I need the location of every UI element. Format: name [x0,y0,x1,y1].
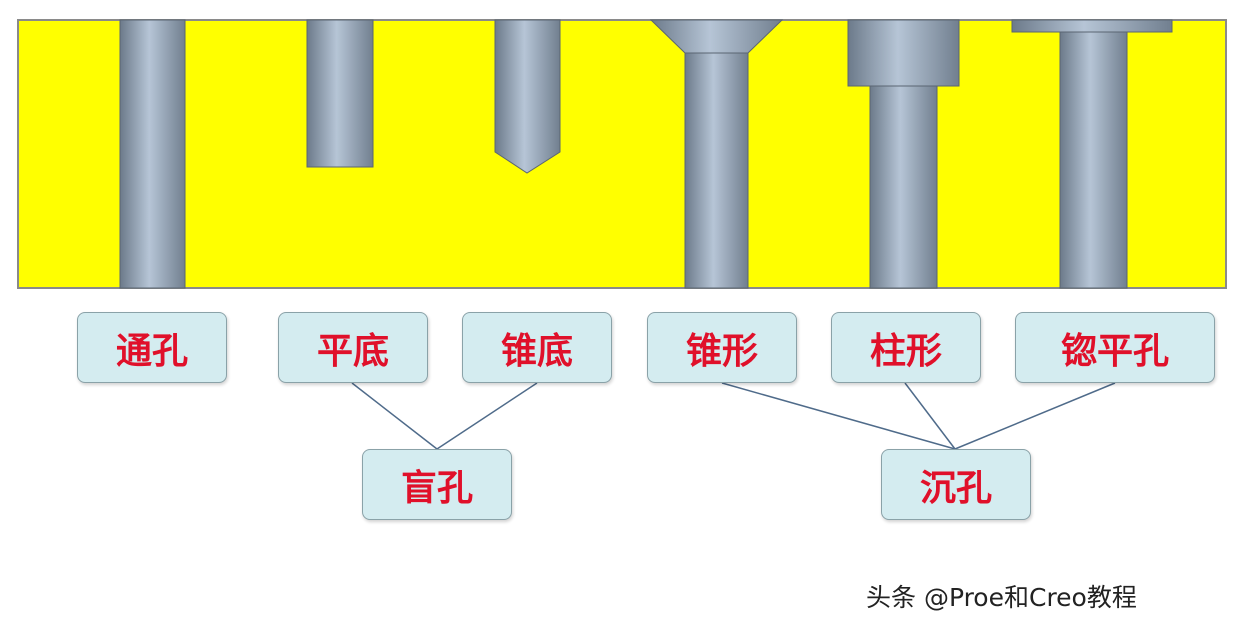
connectors [351,382,1116,450]
flat-bottom-hole [306,19,374,168]
watermark: 头条 @Proe和Creo教程 [866,583,1137,612]
label-through-hole: 通孔 [77,312,227,383]
connector-line [436,382,538,450]
counterbored-hole [847,19,960,289]
spotface-hole [1011,19,1173,289]
through-hole [119,19,186,289]
connector-line [351,382,438,450]
connector-line [904,382,956,450]
label-blind-hole: 盲孔 [362,449,512,520]
label-counterbored: 柱形 [831,312,981,383]
countersunk-hole [649,19,784,289]
plate [17,19,1227,289]
connector-line [954,382,1116,450]
label-flat-bottom: 平底 [278,312,428,383]
cone-bottom-hole [494,19,561,174]
label-spotface: 锪平孔 [1015,312,1215,383]
label-sink-hole: 沉孔 [881,449,1031,520]
label-cone-bottom: 锥底 [462,312,612,383]
label-countersunk: 锥形 [647,312,797,383]
connector-line [721,382,956,450]
